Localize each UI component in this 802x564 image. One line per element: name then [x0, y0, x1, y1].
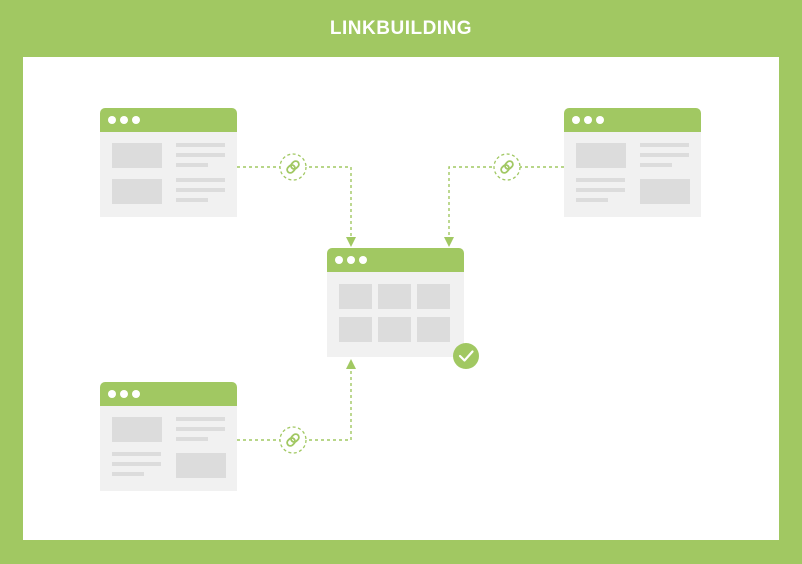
page-content [564, 132, 701, 217]
text-line-placeholder [176, 427, 225, 431]
arrow-head [444, 237, 454, 247]
window-dot [120, 390, 128, 398]
arrow-head [346, 359, 356, 369]
image-placeholder [176, 453, 226, 478]
window-dot [108, 116, 116, 124]
text-line-placeholder [576, 178, 625, 182]
image-placeholder [112, 143, 162, 168]
link-connector [237, 370, 352, 441]
image-placeholder [576, 143, 626, 168]
text-line-placeholder [176, 417, 225, 421]
link-icon [493, 153, 521, 181]
source-page-top-right [564, 108, 701, 217]
page-content [100, 406, 237, 491]
browser-title-bar [100, 382, 237, 406]
link-icon [279, 426, 307, 454]
text-line-placeholder [176, 178, 225, 182]
browser-title-bar [100, 108, 237, 132]
source-page-top-left [100, 108, 237, 217]
text-line-placeholder [112, 472, 144, 476]
grid-tile-placeholder [339, 284, 372, 309]
diagram-canvas [23, 57, 779, 540]
text-line-placeholder [176, 198, 208, 202]
window-dot [132, 390, 140, 398]
window-dot [108, 390, 116, 398]
text-line-placeholder [176, 143, 225, 147]
window-dot [359, 256, 367, 264]
window-dot [132, 116, 140, 124]
browser-title-bar [564, 108, 701, 132]
window-dot [572, 116, 580, 124]
page-content [100, 132, 237, 217]
window-dot [584, 116, 592, 124]
image-placeholder [112, 179, 162, 204]
text-line-placeholder [640, 163, 672, 167]
grid-tile-placeholder [417, 284, 450, 309]
browser-title-bar [327, 248, 464, 272]
source-page-bottom-left [100, 382, 237, 491]
target-page-center [327, 248, 464, 357]
text-line-placeholder [576, 198, 608, 202]
arrow-head [346, 237, 356, 247]
text-line-placeholder [176, 163, 208, 167]
window-dot [347, 256, 355, 264]
link-connector [448, 166, 564, 237]
grid-tile-placeholder [378, 317, 411, 342]
connector-layer [237, 153, 564, 454]
text-line-placeholder [576, 188, 625, 192]
text-line-placeholder [640, 143, 689, 147]
text-line-placeholder [176, 153, 225, 157]
link-connector [237, 166, 352, 237]
window-dot [596, 116, 604, 124]
text-line-placeholder [112, 452, 161, 456]
text-line-placeholder [176, 437, 208, 441]
text-line-placeholder [176, 188, 225, 192]
image-placeholder [112, 417, 162, 442]
grid-tile-placeholder [378, 284, 411, 309]
link-icon [279, 153, 307, 181]
text-line-placeholder [112, 462, 161, 466]
image-placeholder [640, 179, 690, 204]
grid-tile-placeholder [339, 317, 372, 342]
text-line-placeholder [640, 153, 689, 157]
grid-tile-placeholder [417, 317, 450, 342]
checkmark-icon [453, 343, 479, 369]
page-content [327, 272, 464, 357]
window-dot [120, 116, 128, 124]
window-dot [335, 256, 343, 264]
diagram-title: LINKBUILDING [329, 18, 473, 39]
